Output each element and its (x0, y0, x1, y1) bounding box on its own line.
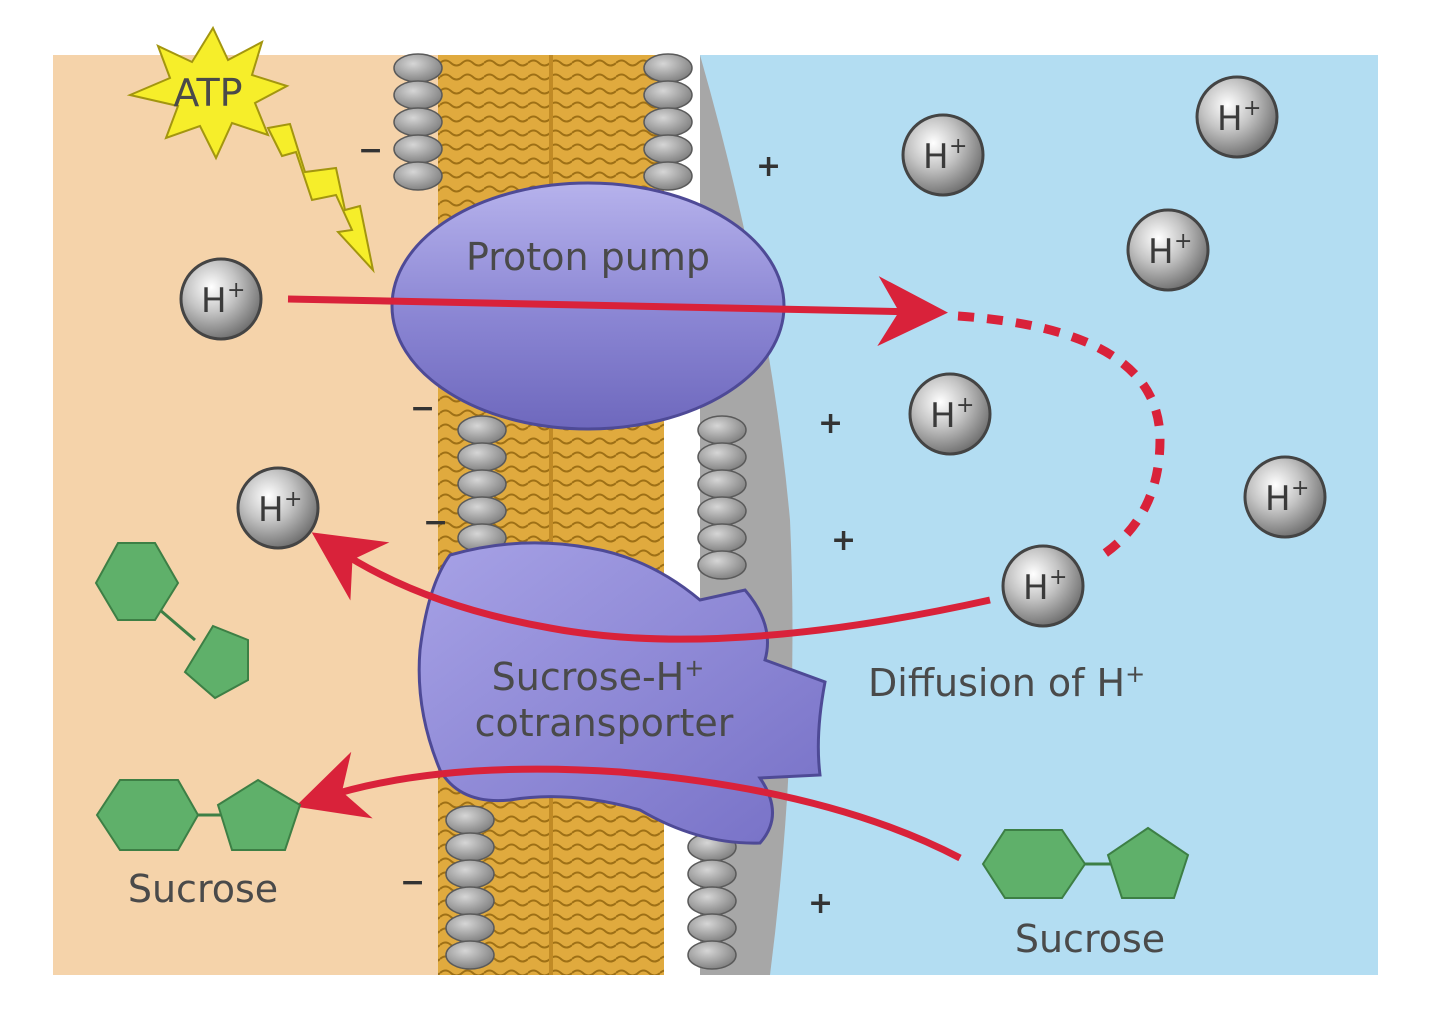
negative-sign: − (423, 505, 448, 540)
phospholipid-head (445, 832, 495, 862)
positive-sign: + (756, 149, 781, 184)
ion-charge: + (1243, 96, 1261, 121)
phospholipid-head (687, 940, 737, 970)
phospholipid-head (643, 107, 693, 137)
sucrose-molecule (981, 826, 1190, 899)
phospholipid-head (393, 80, 443, 110)
positive-sign: + (808, 886, 833, 921)
phospholipid-head (393, 161, 443, 191)
left-head-column (393, 53, 507, 970)
negative-sign: − (358, 133, 383, 168)
phospholipid-head (643, 134, 693, 164)
hydrogen-ion: H+ (179, 257, 263, 341)
ion-label: H (258, 490, 284, 530)
phospholipid-head (697, 496, 747, 526)
phospholipid-head (687, 859, 737, 889)
sucrose-transport-arrow (295, 751, 962, 862)
diffusion-label: Diffusion of H+ (868, 660, 1145, 705)
hydrogen-ion: H+ (236, 466, 320, 550)
phospholipid-head (445, 805, 495, 835)
hydrogen-ion: H+ (1195, 75, 1279, 159)
positive-sign: + (818, 406, 843, 441)
phospholipid-head (457, 496, 507, 526)
positive-sign: + (831, 523, 856, 558)
sucrose-molecule (94, 542, 249, 700)
hydrogen-ion: H+ (901, 113, 985, 197)
phospholipid-head (643, 53, 693, 83)
ion-label: H (1148, 232, 1174, 272)
phospholipid-head (457, 415, 507, 445)
hydrogen-ion: H+ (908, 372, 992, 456)
ion-label: H (201, 281, 227, 321)
ion-charge: + (949, 134, 967, 159)
phospholipid-head (393, 107, 443, 137)
atp-burst (126, 25, 290, 161)
sucrose-inside-label: Sucrose (128, 867, 278, 911)
negative-sign: − (400, 865, 425, 900)
phospholipid-head (445, 886, 495, 916)
phospholipid-head (697, 442, 747, 472)
ion-label: H (923, 137, 949, 177)
energy-bolt (266, 122, 375, 274)
hydrogen-ion: H+ (1001, 544, 1085, 628)
phospholipid-head (393, 53, 443, 83)
phospholipid-head (643, 80, 693, 110)
phospholipid-head (457, 442, 507, 472)
phospholipid-head (697, 469, 747, 499)
ion-charge: + (1291, 476, 1309, 501)
phospholipid-head (687, 886, 737, 916)
phospholipid-head (393, 134, 443, 164)
ion-charge: + (1049, 565, 1067, 590)
negative-sign: − (410, 391, 435, 426)
ion-charge: + (284, 487, 302, 512)
ion-label: H (1217, 99, 1243, 139)
sucrose-molecule (95, 778, 302, 851)
h-return-arrow (311, 532, 991, 643)
phospholipid-head (445, 940, 495, 970)
proton-pump-label: Proton pump (466, 235, 710, 279)
ion-charge: + (227, 278, 245, 303)
hydrogen-ion: H+ (1243, 455, 1327, 539)
phospholipid-head (643, 161, 693, 191)
ion-label: H (1023, 568, 1049, 608)
ion-label: H (930, 396, 956, 436)
phospholipid-head (457, 469, 507, 499)
phospholipid-head (445, 859, 495, 889)
phospholipid-head (697, 550, 747, 580)
diffusion-dashed-path (957, 311, 1165, 564)
phospholipid-head (445, 913, 495, 943)
ion-charge: + (956, 393, 974, 418)
cotransporter-label: Sucrose-H+ (492, 654, 705, 699)
ion-label: H (1265, 479, 1291, 519)
atp-label: ATP (173, 71, 242, 115)
sucrose-outside-label: Sucrose (1015, 917, 1165, 961)
pump-arrow (287, 276, 948, 347)
hydrogen-ion: H+ (1126, 208, 1210, 292)
phospholipid-head (697, 523, 747, 553)
phospholipid-head (687, 913, 737, 943)
phospholipid-head (697, 415, 747, 445)
cotransporter-label-line2: cotransporter (475, 701, 734, 745)
hydrogen-ions: H+H+H+H+H+H+H+H+ (179, 75, 1327, 628)
ion-charge: + (1174, 229, 1192, 254)
